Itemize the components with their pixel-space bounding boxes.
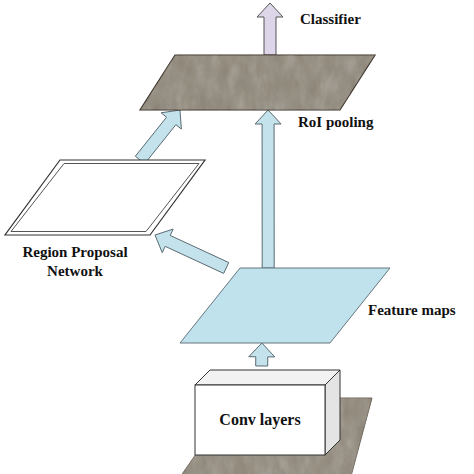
textured-plane: [140, 55, 375, 110]
node-label: Feature maps: [368, 301, 456, 320]
box-front: [195, 385, 325, 455]
node-shape: [5, 160, 205, 235]
flow-arrow: [249, 343, 275, 366]
box-side: [325, 370, 340, 455]
node-shape: [140, 55, 375, 110]
roi-pooling-plane: RoI pooling: [140, 55, 375, 110]
node-label: Region Proposal Network: [5, 243, 145, 281]
plane-outline: [5, 160, 205, 235]
flow-arrow: [135, 110, 181, 164]
proposal-plane: Region Proposal Network: [5, 160, 205, 235]
flow-arrow: [155, 229, 229, 273]
conv-layers-box: Conv layers: [195, 366, 340, 456]
plane-inner-outline: [11, 164, 199, 232]
stage-label: Classifier: [300, 10, 361, 29]
node-label: Conv layers: [195, 385, 325, 455]
feature-plane: [180, 268, 390, 343]
node-label: RoI pooling: [298, 113, 373, 132]
output-arrow: [257, 3, 283, 55]
plane-texture: [140, 55, 375, 110]
flow-arrow: [255, 110, 281, 268]
node-shape: [180, 268, 390, 343]
box-top: [195, 370, 340, 385]
feature-map-plane: Feature maps: [180, 268, 390, 343]
